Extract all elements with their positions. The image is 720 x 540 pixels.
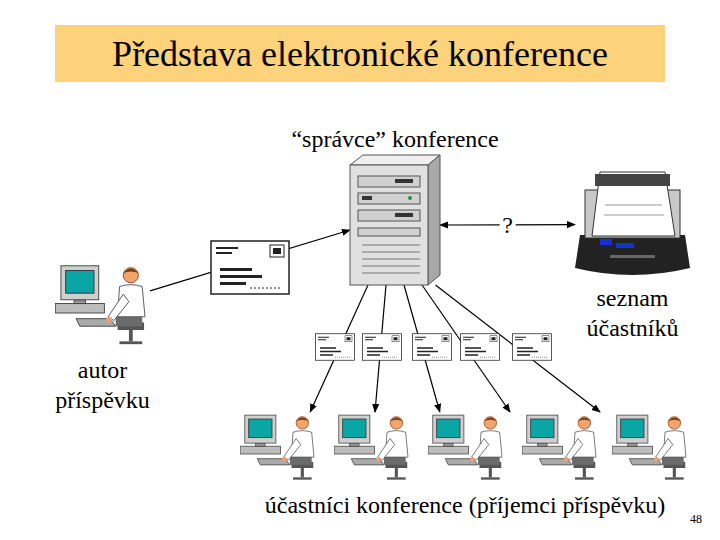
author-node: autor příspěvku bbox=[55, 262, 150, 347]
drawing-part bbox=[362, 196, 372, 200]
server-tower bbox=[350, 155, 440, 285]
node-label: autor příspěvku bbox=[43, 355, 163, 415]
node-caption: “správce” konference bbox=[291, 124, 498, 154]
drawing-part bbox=[362, 273, 420, 274]
participant-computer bbox=[612, 415, 686, 480]
drawing-part bbox=[362, 266, 420, 267]
message-copy bbox=[363, 334, 402, 361]
participant-list-node: seznam účastníků bbox=[575, 170, 690, 275]
drawing-part bbox=[604, 215, 664, 216]
page-number: 48 bbox=[690, 512, 702, 527]
drawing-part bbox=[358, 193, 420, 204]
drawing-part bbox=[610, 255, 655, 258]
message-arrow bbox=[310, 285, 368, 412]
drawing-part bbox=[358, 228, 420, 236]
diagram-title: Představa elektronické konference bbox=[55, 25, 665, 82]
message-arrow bbox=[436, 285, 601, 412]
edge-label: ? bbox=[499, 212, 516, 238]
list-printer bbox=[575, 172, 690, 275]
drawing-part bbox=[358, 176, 420, 187]
node-label: účastníci konference (příjemci příspěvku… bbox=[265, 490, 666, 520]
participant-computer bbox=[522, 415, 596, 480]
participants-node: účastníci konference (příjemci příspěvku… bbox=[240, 412, 690, 482]
drawing-part bbox=[428, 155, 440, 285]
drawing-part bbox=[600, 239, 612, 245]
drawing-part bbox=[395, 213, 413, 217]
drawing-part bbox=[616, 243, 634, 248]
drawing-part bbox=[395, 179, 413, 183]
drawing-part bbox=[408, 196, 412, 200]
drawing-part bbox=[358, 210, 420, 221]
node-label: seznam účastníků bbox=[568, 283, 698, 343]
drawing-part bbox=[595, 174, 670, 186]
participant-computer bbox=[428, 415, 502, 480]
drawing-part bbox=[592, 172, 675, 236]
title-band bbox=[55, 25, 665, 82]
message-copy bbox=[461, 334, 500, 361]
server-node: “správce” konference bbox=[350, 160, 440, 285]
drawing-part bbox=[350, 165, 428, 285]
message-copy bbox=[316, 334, 355, 361]
drawing-part bbox=[350, 155, 440, 165]
author-computer bbox=[55, 266, 145, 344]
message-copy bbox=[413, 334, 452, 361]
drawing-part bbox=[362, 245, 420, 246]
drawing-part bbox=[362, 252, 420, 253]
message-letter bbox=[211, 241, 289, 294]
participant-computer bbox=[334, 415, 408, 480]
node-label: “správce” konference bbox=[291, 124, 498, 154]
drawing-part bbox=[362, 259, 420, 260]
drawing-part bbox=[575, 235, 690, 275]
node-caption: autor příspěvku bbox=[43, 355, 163, 415]
node-caption: účastníci konference (příjemci příspěvku… bbox=[265, 490, 666, 520]
message-copy bbox=[513, 334, 552, 361]
node-caption: seznam účastníků bbox=[568, 283, 698, 343]
participant-computer bbox=[240, 415, 314, 480]
drawing-part bbox=[605, 205, 662, 206]
